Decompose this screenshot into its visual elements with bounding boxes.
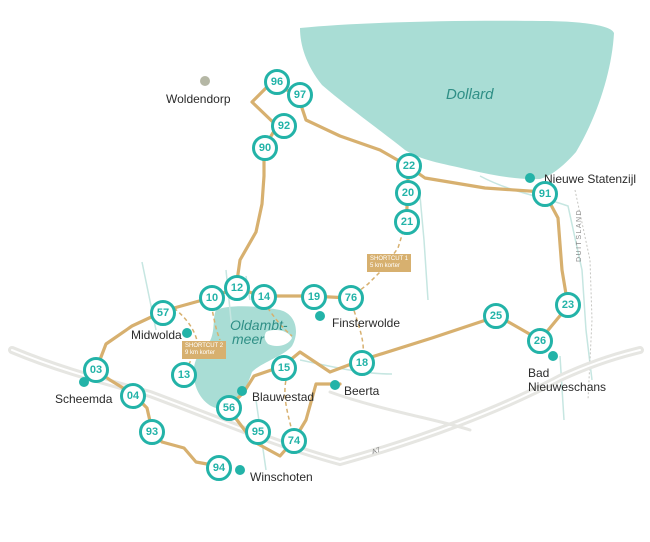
node-03[interactable]: 03 [83,357,109,383]
nieuwe-statenzijl-dot [525,173,535,183]
node-94[interactable]: 94 [206,455,232,481]
border-line [574,189,593,401]
node-96[interactable]: 96 [264,69,290,95]
woldendorp-label: Woldendorp [166,92,231,106]
oldambtmeer-label-line1: Oldambt- [230,317,288,333]
node-15[interactable]: 15 [271,355,297,381]
winschoten-dot [235,465,245,475]
blauwestad-label: Blauwestad [252,390,315,404]
oldambtmeer-island [264,330,292,346]
midwolda-label: Midwolda [131,328,182,342]
node-14[interactable]: 14 [251,284,277,310]
scheemda-dot [79,377,89,387]
node-22[interactable]: 22 [396,153,422,179]
node-93[interactable]: 93 [139,419,165,445]
node-20[interactable]: 20 [395,180,421,206]
node-10[interactable]: 10 [199,285,225,311]
oldambtmeer-label-line2: meer [232,331,264,347]
shortcut-1-title: SHORTCUT 1 [370,256,409,262]
node-74[interactable]: 74 [281,428,307,454]
node-90[interactable]: 90 [252,135,278,161]
dollard-label: Dollard [446,86,494,103]
scheemda-label: Scheemda [55,392,113,406]
winschoten-label: Winschoten [250,470,313,484]
node-91[interactable]: 91 [532,181,558,207]
node-18[interactable]: 18 [349,350,375,376]
shortcut-1-subtitle: 5 km korter [370,263,401,269]
shortcut-2-box: SHORTCUT 2 9 km korter [182,341,227,359]
beerta-label: Beerta [344,384,380,398]
roads [8,346,644,467]
node-26[interactable]: 26 [527,328,553,354]
bad-nieuweschans-label-line1: Bad [528,366,550,380]
node-76[interactable]: 76 [338,285,364,311]
shortcut-2-subtitle: 9 km korter [185,350,216,356]
nieuwe-statenzijl-label: Nieuwe Statenzijl [544,172,637,186]
woldendorp-dot [200,76,210,86]
node-12[interactable]: 12 [224,275,250,301]
node-97[interactable]: 97 [287,82,313,108]
shortcut-2-title: SHORTCUT 2 [185,343,224,349]
node-19[interactable]: 19 [301,284,327,310]
finsterwolde-label: Finsterwolde [332,316,401,330]
node-25[interactable]: 25 [483,303,509,329]
node-04[interactable]: 04 [120,383,146,409]
shortcut-1-box: SHORTCUT 1 5 km korter [367,254,412,272]
node-56[interactable]: 56 [216,395,242,421]
node-57[interactable]: 57 [150,300,176,326]
node-21[interactable]: 21 [394,209,420,235]
midwolda-dot [182,328,192,338]
blauwestad-dot [237,386,247,396]
beerta-dot [330,380,340,390]
node-92[interactable]: 92 [271,113,297,139]
node-13[interactable]: 13 [171,362,197,388]
dollard-water [300,20,614,180]
node-23[interactable]: 23 [555,292,581,318]
bad-nieuweschans-label-line2: Nieuweschans [528,380,607,394]
finsterwolde-dot [315,311,325,321]
node-95[interactable]: 95 [245,419,271,445]
border-label: DUITSLAND [576,208,583,262]
bad-nieuweschans-dot [548,351,558,361]
